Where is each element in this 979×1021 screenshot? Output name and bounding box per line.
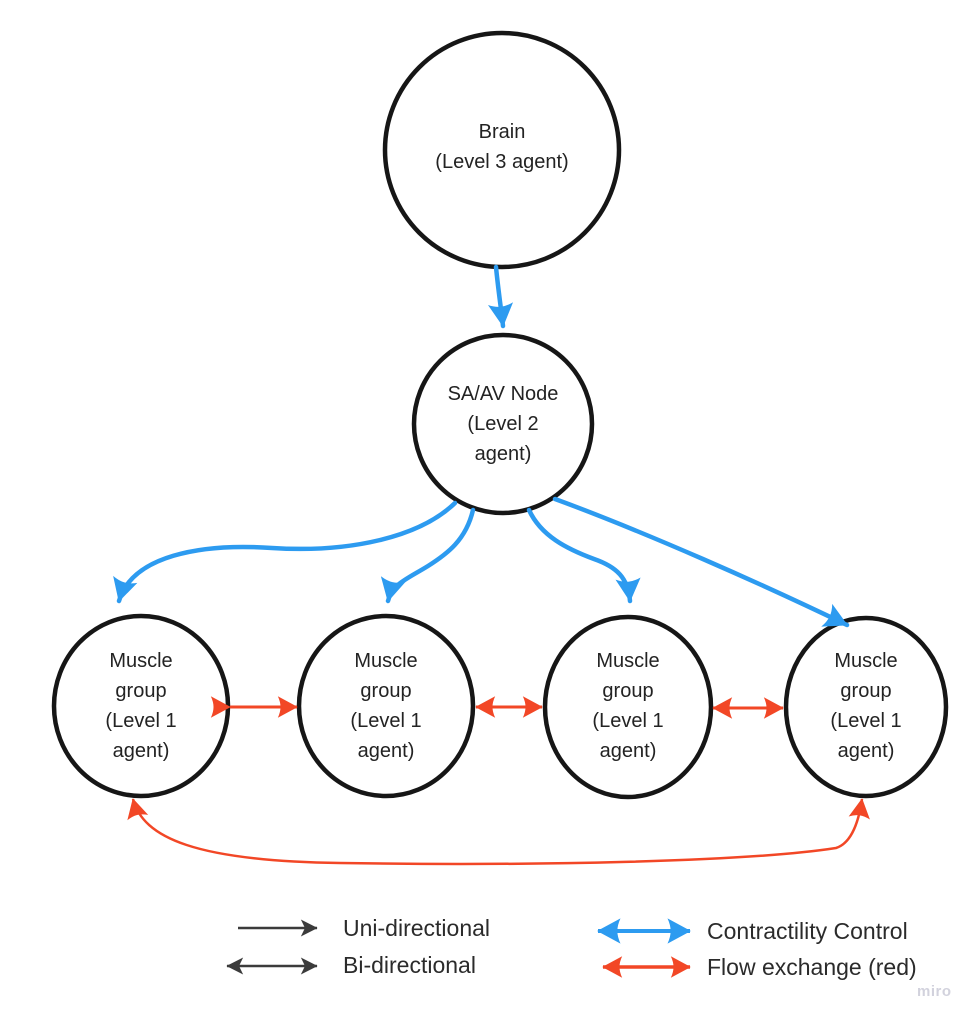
muscle-group-3-label: Muscle group (Level 1 agent) <box>592 650 664 762</box>
legend-label-contractility-control: Contractility Control <box>707 917 908 944</box>
muscle-group-1-label: Muscle group (Level 1 agent) <box>105 650 177 762</box>
saav-to-muscle2-connector[interactable] <box>380 507 476 604</box>
muscle-group-2-circle[interactable] <box>296 613 476 799</box>
muscle-group-2-label: Muscle group (Level 1 agent) <box>350 650 422 762</box>
legend-label-flow-exchange: Flow exchange (red) <box>707 953 917 980</box>
muscle-group-4-label: Muscle group (Level 1 agent) <box>830 650 902 762</box>
legend-item-contractility-control: Contractility Control <box>596 916 908 946</box>
legend-label-bi-directional: Bi-directional <box>343 951 476 978</box>
muscle-group-3-circle[interactable] <box>542 614 714 800</box>
brain-node-circle[interactable] <box>382 30 622 270</box>
miro-watermark: miro <box>917 983 952 1000</box>
legend-item-uni-directional: Uni-directional <box>225 913 490 943</box>
flow-exchange-arrow-icon <box>602 956 691 978</box>
sa-av-node-label: SA/AV Node (Level 2 agent) <box>447 383 559 465</box>
brain-node-label: Brain (Level 3 agent) <box>435 121 569 173</box>
muscle1-muscle4-flow-connector[interactable] <box>127 798 870 866</box>
saav-to-muscle3-connector[interactable] <box>526 507 641 604</box>
legend-label-uni-directional: Uni-directional <box>343 914 491 941</box>
legend-item-flow-exchange: Flow exchange (red) <box>596 952 917 982</box>
contractility-control-arrow-icon <box>597 918 691 944</box>
muscle-group-4-circle[interactable] <box>783 615 949 799</box>
sa-av-node-circle[interactable] <box>411 332 595 516</box>
saav-to-muscle1-connector[interactable] <box>113 500 458 604</box>
uni-directional-arrow-icon <box>238 919 318 937</box>
brain-to-saav-connector[interactable] <box>487 264 514 329</box>
legend-item-bi-directional: Bi-directional <box>225 950 476 980</box>
bi-directional-arrow-icon <box>226 957 318 975</box>
saav-to-muscle4-connector[interactable] <box>552 496 850 628</box>
